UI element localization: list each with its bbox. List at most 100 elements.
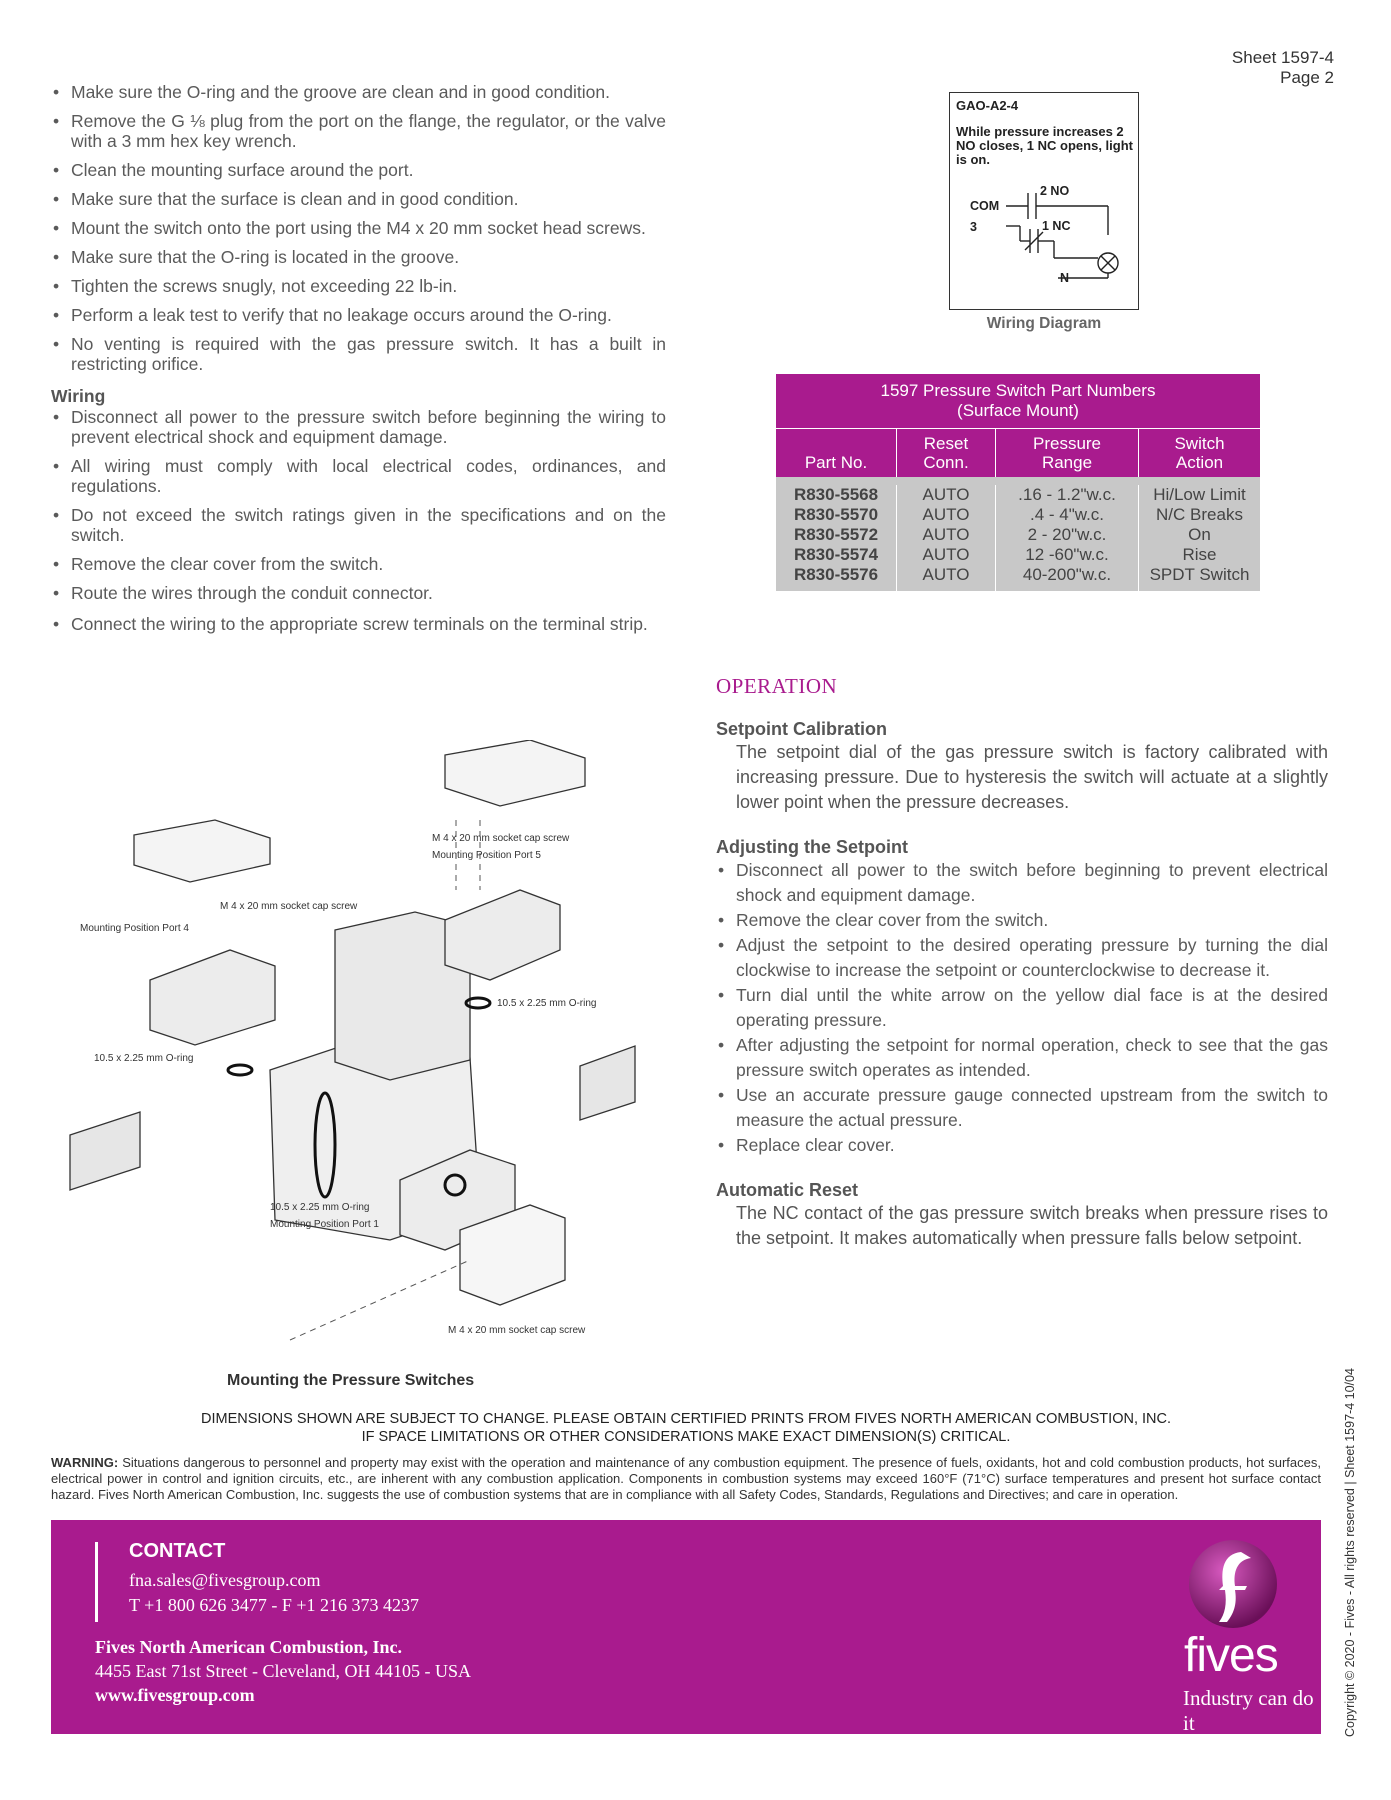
table-spacer (776, 476, 1260, 485)
table-row: R830-5570 AUTO .4 - 4"w.c. N/C Breaks (776, 504, 1260, 525)
warning-label: WARNING: (51, 1455, 119, 1470)
label-n: N (1060, 271, 1070, 285)
list-item: Use an accurate pressure gauge connected… (716, 1083, 1328, 1133)
list-item: Mount the switch onto the port using the… (51, 218, 666, 238)
list-item: No venting is required with the gas pres… (51, 334, 666, 374)
list-item: Do not exceed the switch ratings given i… (51, 505, 666, 545)
wiring-bullets: Disconnect all power to the pressure swi… (51, 407, 666, 637)
col-pressure-line1: Pressure (1032, 433, 1102, 453)
automatic-reset-text: The NC contact of the gas pressure switc… (736, 1203, 1328, 1248)
sheet-header: Sheet 1597-4 Page 2 (1232, 48, 1334, 88)
operation-section: OPERATION Setpoint Calibration The setpo… (716, 674, 1328, 1251)
cell-pressure: .16 - 1.2"w.c. (995, 484, 1139, 505)
wiring-model: GAO-A2-4 (956, 98, 1019, 113)
col-action: Switch Action (1138, 428, 1260, 477)
operation-title: OPERATION (716, 674, 838, 698)
list-item: Make sure the O-ring and the groove are … (51, 82, 666, 102)
cell-pressure: .4 - 4"w.c. (995, 504, 1139, 525)
col-reset-line2: Conn. (923, 452, 969, 472)
dimensions-line1: DIMENSIONS SHOWN ARE SUBJECT TO CHANGE. … (200, 1411, 1172, 1427)
cell-action: On (1138, 524, 1260, 545)
callout-oring-left: 10.5 x 2.25 mm O-ring (94, 1053, 194, 1064)
list-item: Remove the clear cover from the switch. (51, 554, 666, 574)
list-item: Disconnect all power to the switch befor… (716, 858, 1328, 908)
contact-email[interactable]: fna.sales@fivesgroup.com (129, 1570, 321, 1590)
list-item: Remove the clear cover from the switch. (716, 908, 1328, 933)
brand-tagline: Industry can do it (1183, 1686, 1314, 1735)
list-item: After adjusting the setpoint for normal … (716, 1033, 1328, 1083)
callout-oring-right: 10.5 x 2.25 mm O-ring (497, 998, 597, 1009)
callout-port4: Mounting Position Port 4 (80, 923, 189, 934)
cell-reset: AUTO (896, 564, 996, 591)
col-action-line2: Action (1175, 452, 1224, 472)
list-item: Route the wires through the conduit conn… (51, 583, 666, 603)
col-part-no: Part No. (776, 428, 897, 477)
setpoint-calibration-heading: Setpoint Calibration (716, 719, 887, 739)
list-item: Tighten the screws snugly, not exceeding… (51, 276, 666, 296)
parts-table-wrapper: 1597 Pressure Switch Part Numbers (Surfa… (776, 374, 1260, 591)
figure-caption: Mounting the Pressure Switches (227, 1372, 475, 1389)
company-website[interactable]: www.fivesgroup.com (95, 1685, 255, 1705)
list-item: Turn dial until the white arrow on the y… (716, 983, 1328, 1033)
contact-phone: T +1 800 626 3477 - F +1 216 373 4237 (129, 1595, 419, 1615)
warning-text: Situations dangerous to personnel and pr… (51, 1455, 1321, 1502)
contact-divider (95, 1542, 98, 1622)
dimensions-line2: IF SPACE LIMITATIONS OR OTHER CONSIDERAT… (361, 1429, 1011, 1445)
cell-part: R830-5574 (776, 544, 897, 565)
company-address: 4455 East 71st Street - Cleveland, OH 44… (95, 1661, 471, 1681)
cell-part: R830-5570 (776, 504, 897, 525)
table-row: R830-5572 AUTO 2 - 20"w.c. On (776, 524, 1260, 545)
cell-reset: AUTO (896, 524, 996, 545)
table-row: R830-5576 AUTO 40-200"w.c. SPDT Switch (776, 564, 1260, 591)
contact-footer: CONTACT fna.sales@fivesgroup.com T +1 80… (51, 1520, 1321, 1735)
label-3: 3 (970, 220, 977, 234)
warning-block: WARNING: Situations dangerous to personn… (51, 1455, 1321, 1503)
callout-screw-bottom: M 4 x 20 mm socket cap screw (448, 1325, 586, 1336)
callout-screw-left: M 4 x 20 mm socket cap screw (220, 901, 358, 912)
adjusting-heading: Adjusting the Setpoint (716, 837, 908, 857)
cell-reset: AUTO (896, 484, 996, 505)
install-bullets: Make sure the O-ring and the groove are … (51, 82, 666, 374)
wiring-diagram: GAO-A2-4 While pressure increases 2 NO c… (949, 92, 1139, 310)
col-action-line1: Switch (1174, 433, 1225, 453)
wiring-schematic (1006, 193, 1119, 279)
exploded-assembly-drawing (69, 740, 636, 1341)
callout-oring-bottom: 10.5 x 2.25 mm O-ring (270, 1202, 370, 1213)
parts-table-title: 1597 Pressure Switch Part Numbers (Surfa… (776, 374, 1260, 429)
label-nc: 1 NC (1042, 219, 1071, 233)
callout-screw-top: M 4 x 20 mm socket cap screw (432, 833, 570, 844)
cell-action: Rise (1138, 544, 1260, 565)
mounting-figure: M 4 x 20 mm socket cap screw Mounting Po… (60, 740, 700, 1350)
sheet-number: Sheet 1597-4 (1231, 48, 1334, 67)
col-reset-line1: Reset (923, 433, 969, 453)
brand-name: fives (1184, 1629, 1279, 1682)
col-pressure: Pressure Range (995, 428, 1139, 477)
label-no: 2 NO (1040, 184, 1070, 198)
col-pressure-line2: Range (1041, 452, 1093, 472)
cell-pressure: 2 - 20"w.c. (995, 524, 1139, 545)
table-row: R830-5574 AUTO 12 -60"w.c. Rise (776, 544, 1260, 565)
cell-pressure: 12 -60"w.c. (995, 544, 1139, 565)
automatic-reset-heading: Automatic Reset (716, 1180, 859, 1200)
copyright-vertical: Copyright © 2020 - Fives - All rights re… (1343, 1368, 1357, 1737)
list-item: Perform a leak test to verify that no le… (51, 305, 666, 325)
col-reset: Reset Conn. (896, 428, 996, 477)
list-item: Clean the mounting surface around the po… (51, 160, 666, 180)
cell-reset: AUTO (896, 544, 996, 565)
cell-action: SPDT Switch (1138, 564, 1260, 591)
list-item: Disconnect all power to the pressure swi… (51, 407, 666, 447)
list-item: Replace clear cover. (716, 1133, 1328, 1158)
parts-table-title-line2: (Surface Mount) (957, 401, 1079, 420)
page-number: Page 2 (1280, 68, 1334, 87)
cell-part: R830-5576 (776, 564, 897, 591)
callout-port1: Mounting Position Port 1 (270, 1219, 379, 1230)
company-name: Fives North American Combustion, Inc. (95, 1637, 402, 1657)
cell-reset: AUTO (896, 504, 996, 525)
wiring-description: While pressure increases 2 NO closes, 1 … (956, 124, 1133, 167)
list-item: Make sure that the O-ring is located in … (51, 247, 666, 267)
list-item: Connect the wiring to the appropriate sc… (51, 612, 666, 637)
dimensions-notice: DIMENSIONS SHOWN ARE SUBJECT TO CHANGE. … (51, 1410, 1321, 1446)
list-item: Make sure that the surface is clean and … (51, 189, 666, 209)
parts-table-title-line1: 1597 Pressure Switch Part Numbers (880, 381, 1156, 400)
list-item: All wiring must comply with local electr… (51, 456, 666, 496)
